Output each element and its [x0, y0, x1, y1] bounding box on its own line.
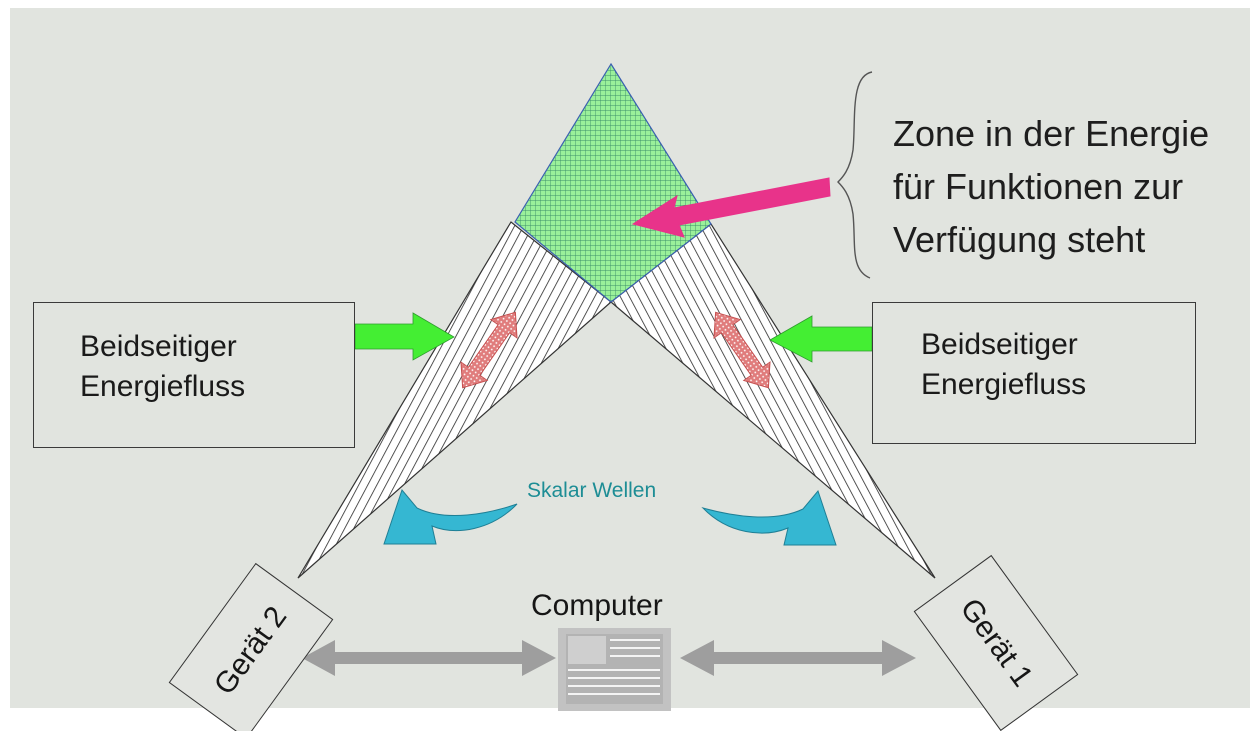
zone-line-3: Verfügung steht: [893, 219, 1146, 260]
zone-line-1: Zone in der Energie: [893, 113, 1210, 154]
connection-arrow-left: [302, 640, 556, 676]
connection-arrow-right: [680, 640, 916, 676]
right-box-line-2: Energiefluss: [921, 368, 1087, 401]
scalar-wave-arrow-left: [383, 488, 518, 545]
device-2-label: Gerät 2: [207, 600, 294, 701]
zone-description: Zone in der Energie für Funktionen zur V…: [893, 107, 1209, 266]
left-box-line-2: Energiefluss: [80, 370, 246, 403]
left-energy-beam: [297, 221, 612, 579]
right-box-line-1: Beidseitiger: [921, 328, 1078, 361]
curly-brace: [837, 71, 873, 279]
right-bidirectional-arrow: [713, 311, 771, 389]
energy-zone: [514, 62, 712, 303]
scalar-waves-label: Skalar Wellen: [527, 479, 657, 502]
left-energy-arrow: [354, 312, 455, 361]
device-1-label: Gerät 1: [953, 592, 1040, 693]
computer-label: Computer: [531, 589, 663, 622]
right-energy-flow-box: Beidseitiger Energiefluss: [872, 302, 1196, 444]
left-energy-flow-box: Beidseitiger Energiefluss: [33, 302, 355, 448]
left-bidirectional-arrow: [460, 311, 518, 389]
computer-icon: [558, 628, 671, 711]
scalar-wave-arrow-right: [701, 489, 837, 546]
zone-line-2: für Funktionen zur: [893, 166, 1184, 207]
zone-pointer-arrow: [631, 177, 831, 238]
left-box-line-1: Beidseitiger: [80, 330, 237, 363]
right-energy-arrow: [769, 315, 873, 363]
